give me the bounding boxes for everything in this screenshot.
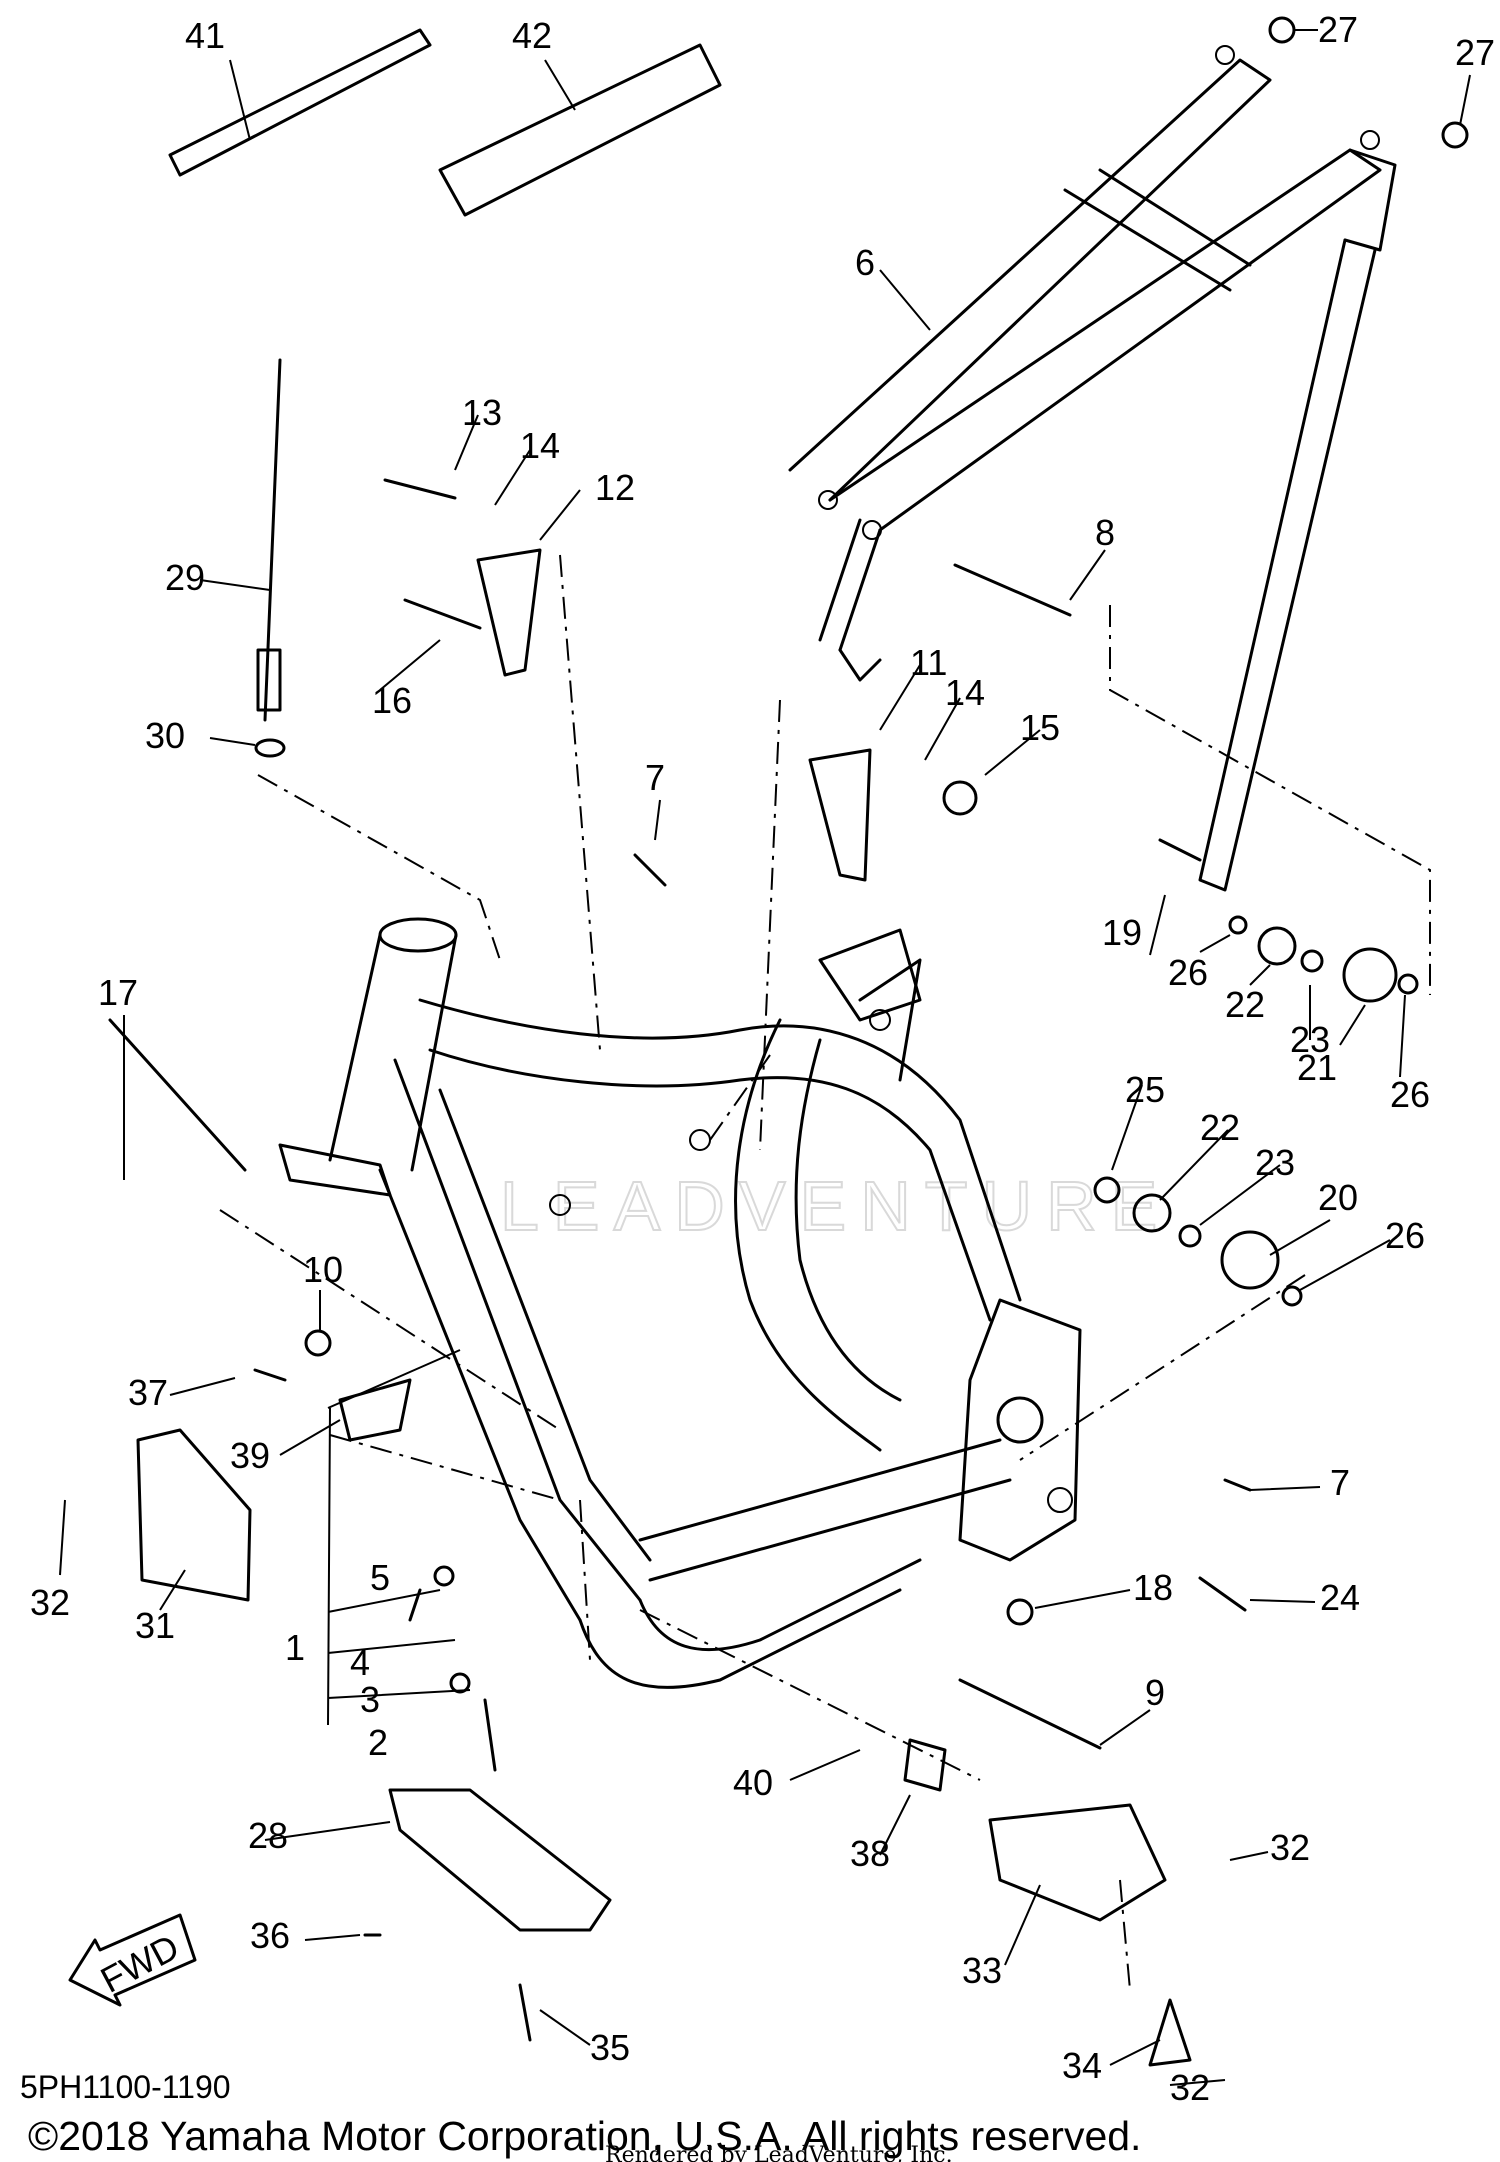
main-frame (278, 917, 1082, 1689)
label-6: 6 (855, 242, 875, 283)
label-3: 3 (360, 1679, 380, 1720)
label-33: 33 (962, 1950, 1002, 1991)
reference-lines (219, 554, 1431, 1991)
subframe (788, 45, 1397, 892)
label-7b: 7 (1330, 1462, 1350, 1503)
label-28: 28 (248, 1815, 288, 1856)
label-1: 1 (285, 1627, 305, 1668)
label-22b: 22 (1200, 1107, 1240, 1148)
label-32b: 32 (1270, 1827, 1310, 1868)
label-41: 41 (185, 15, 225, 56)
label-8: 8 (1095, 512, 1115, 553)
label-37: 37 (128, 1372, 168, 1413)
label-5: 5 (370, 1557, 390, 1598)
label-20: 20 (1318, 1177, 1358, 1218)
label-35: 35 (590, 2027, 630, 2068)
plug-wrench-42 (438, 43, 722, 217)
dipstick-29 (263, 358, 282, 722)
fwd-label: FWD (94, 1926, 186, 2001)
watermark: LEADVENTURE (500, 1167, 1171, 1245)
guard-33 (988, 1803, 1167, 1922)
label-32a: 32 (30, 1582, 70, 1623)
guard-31 (136, 1428, 252, 1602)
label-26a: 26 (1168, 952, 1208, 993)
label-9: 9 (1145, 1672, 1165, 1713)
label-23b: 23 (1255, 1142, 1295, 1183)
label-34: 34 (1062, 2045, 1102, 2086)
label-42: 42 (512, 15, 552, 56)
fwd-arrow-icon (68, 1913, 197, 2007)
label-39: 39 (230, 1435, 270, 1476)
label-40: 40 (733, 1762, 773, 1803)
part-labels: 1 2 3 4 5 6 7 7 8 9 10 11 12 13 14 14 15… (30, 9, 1495, 2108)
label-14b: 14 (945, 672, 985, 713)
copyright-notice: ©2018 Yamaha Motor Corporation, U.S.A. A… (28, 2113, 1141, 2159)
skid-plate-28 (388, 1788, 612, 1932)
label-10: 10 (303, 1249, 343, 1290)
label-22a: 22 (1225, 984, 1265, 1025)
label-13: 13 (462, 392, 502, 433)
label-2: 2 (368, 1722, 388, 1763)
label-24: 24 (1320, 1577, 1360, 1618)
label-16: 16 (372, 680, 412, 721)
label-7a: 7 (645, 757, 665, 798)
label-26b: 26 (1390, 1074, 1430, 1115)
label-32c: 32 (1170, 2067, 1210, 2108)
label-26c: 26 (1385, 1215, 1425, 1256)
rendered-by-notice: Rendered by LeadVenture, Inc. (605, 2143, 953, 2162)
label-12: 12 (595, 467, 635, 508)
label-18: 18 (1133, 1567, 1173, 1608)
leader-lines (59, 29, 1471, 2086)
label-21: 21 (1297, 1047, 1337, 1088)
small-parts (68, 16, 1469, 2067)
label-36: 36 (250, 1915, 290, 1956)
label-30: 30 (145, 715, 185, 756)
label-25: 25 (1125, 1069, 1165, 1110)
diagram-code: 5PH1100-1190 (20, 2069, 231, 2105)
label-11: 11 (910, 642, 947, 683)
wrench-41 (168, 28, 432, 177)
label-19: 19 (1102, 912, 1142, 953)
label-17: 17 (98, 972, 138, 1013)
label-38: 38 (850, 1833, 890, 1874)
label-29: 29 (165, 557, 205, 598)
label-31: 31 (135, 1605, 175, 1646)
label-27a: 27 (1318, 9, 1358, 50)
label-27b: 27 (1455, 32, 1495, 73)
label-14a: 14 (520, 425, 560, 466)
label-4: 4 (350, 1642, 370, 1683)
